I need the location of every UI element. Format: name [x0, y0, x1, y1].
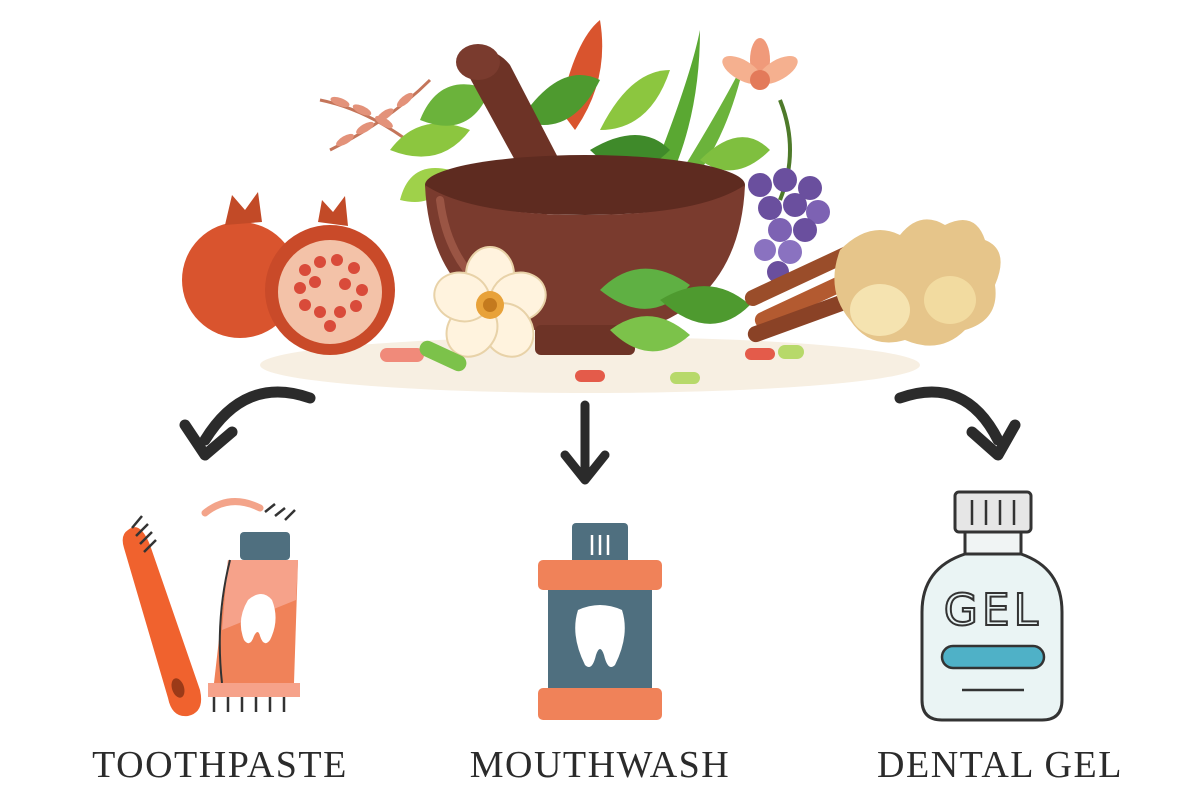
toothpaste-tube-icon [201, 498, 300, 712]
label-dental-gel: DENTAL GEL [877, 744, 1123, 786]
label-mouthwash: MOUTHWASH [469, 744, 731, 786]
toothbrush-icon [122, 515, 202, 717]
flower-icon [433, 246, 547, 358]
label-toothpaste: TOOTHPASTE [92, 744, 348, 786]
ginger-icon [834, 219, 1001, 346]
mortar-pestle-icon [425, 155, 750, 355]
pomegranate-icon [182, 192, 395, 355]
mouthwash-bottle-icon [538, 523, 662, 720]
pills [380, 340, 804, 384]
curved-arrow-icon [179, 386, 316, 461]
gel-bottle-text: GEL [944, 585, 1042, 636]
curved-arrow-icon [894, 386, 1021, 461]
herbs-icon [319, 20, 798, 202]
gel-bottle-icon: GEL [920, 490, 1064, 722]
down-arrow-icon [560, 400, 610, 485]
